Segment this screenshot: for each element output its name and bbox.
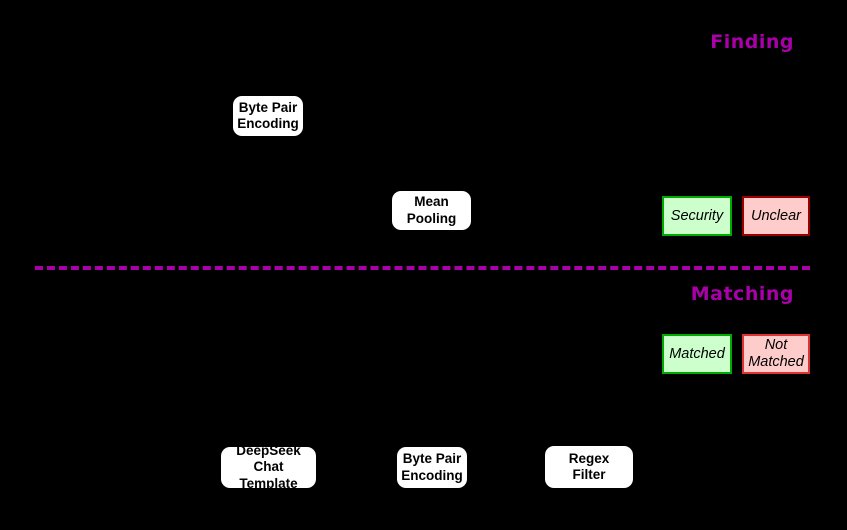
node-byte-pair-encoding-top[interactable]: Byte Pair Encoding [233, 96, 303, 136]
legend-unclear[interactable]: Unclear [742, 196, 810, 236]
section-label-matching: Matching [690, 283, 794, 305]
section-divider [35, 266, 810, 270]
legend-matched[interactable]: Matched [662, 334, 732, 374]
legend-security[interactable]: Security [662, 196, 732, 236]
node-deepseek-chat-template[interactable]: DeepSeek Chat Template [221, 443, 316, 491]
section-label-finding: Finding [710, 31, 794, 53]
node-mean-pooling[interactable]: Mean Pooling [392, 191, 471, 230]
node-regex-filter[interactable]: Regex Filter [545, 446, 633, 488]
node-byte-pair-encoding-bottom[interactable]: Byte Pair Encoding [397, 447, 467, 488]
legend-not-matched[interactable]: Not Matched [742, 334, 810, 374]
